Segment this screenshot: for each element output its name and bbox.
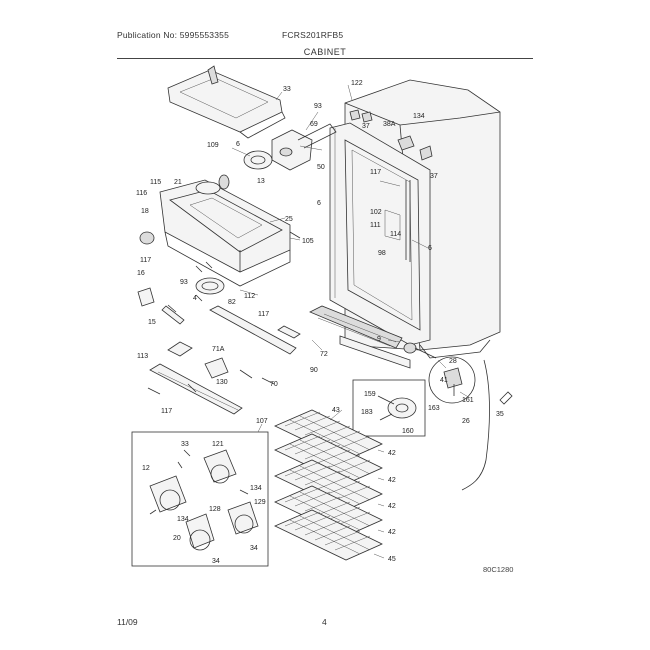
callout-45: 45 bbox=[388, 556, 396, 563]
page-number: 4 bbox=[322, 617, 327, 627]
callout-34-bottom: 34 bbox=[212, 558, 220, 565]
drain-fitting-inset bbox=[352, 379, 426, 437]
callout-102: 102 bbox=[370, 209, 382, 216]
callout-82: 82 bbox=[228, 299, 236, 306]
callout-42-1: 42 bbox=[388, 450, 396, 457]
callout-42-3: 42 bbox=[388, 503, 396, 510]
callout-117-mid: 117 bbox=[258, 311, 269, 318]
callout-9: 9 bbox=[377, 336, 381, 343]
callout-114: 114 bbox=[390, 231, 401, 238]
callout-37-left: 37 bbox=[362, 123, 370, 130]
callout-28: 28 bbox=[449, 358, 457, 365]
callout-122: 122 bbox=[351, 80, 363, 87]
callout-13: 13 bbox=[257, 178, 265, 185]
toe-grille-parts bbox=[167, 305, 437, 385]
leader-lines bbox=[231, 84, 471, 559]
callout-134-inset-left: 134 bbox=[177, 516, 189, 523]
callout-41: 41 bbox=[440, 377, 448, 384]
callout-6-hinge: 6 bbox=[236, 141, 240, 148]
callout-107: 107 bbox=[256, 418, 268, 425]
lower-rail bbox=[147, 363, 243, 415]
callout-129: 129 bbox=[254, 499, 266, 506]
callout-112: 112 bbox=[244, 293, 255, 300]
callout-42-4: 42 bbox=[388, 529, 396, 536]
callout-33: 33 bbox=[283, 86, 291, 93]
small-fastener-parts bbox=[137, 261, 225, 325]
roller-inset bbox=[131, 431, 269, 567]
callout-93: 93 bbox=[314, 103, 322, 110]
callout-37-right: 37 bbox=[430, 173, 438, 180]
callout-21: 21 bbox=[174, 179, 182, 186]
callout-15: 15 bbox=[148, 319, 156, 326]
leveling-foot-detail bbox=[428, 356, 476, 404]
callout-161: 161 bbox=[462, 397, 474, 404]
callout-labels: 33 122 93 69 38A 134 37 37 109 6 50 13 1… bbox=[136, 80, 504, 565]
hinge-assembly-top bbox=[243, 123, 337, 171]
drain-pan bbox=[139, 174, 301, 287]
footer-date: 11/09 bbox=[117, 617, 138, 627]
callout-160: 160 bbox=[402, 428, 414, 435]
callout-16: 16 bbox=[137, 270, 145, 277]
callout-113: 113 bbox=[137, 353, 148, 360]
cabinet-body bbox=[329, 79, 501, 359]
section-title: CABINET bbox=[303, 47, 347, 57]
callout-98: 98 bbox=[378, 250, 386, 257]
callout-4: 4 bbox=[193, 295, 197, 302]
wire-shelves bbox=[274, 409, 383, 561]
callout-38a: 38A bbox=[383, 121, 396, 128]
callout-117-bottom: 117 bbox=[161, 408, 172, 415]
callout-6-side: 6 bbox=[428, 245, 432, 252]
publication-number: Publication No: 5995553355 bbox=[117, 30, 230, 40]
callout-34-right: 34 bbox=[250, 545, 258, 552]
model-number: FCRS201RFB5 bbox=[282, 30, 344, 40]
callout-42-2: 42 bbox=[388, 477, 396, 484]
callout-117-cabinet: 117 bbox=[370, 169, 381, 176]
callout-43: 43 bbox=[332, 407, 340, 414]
callout-18: 18 bbox=[141, 208, 149, 215]
callout-93-lower: 93 bbox=[180, 279, 188, 286]
callout-130: 130 bbox=[216, 379, 228, 386]
callout-6-cabinet: 6 bbox=[317, 200, 321, 207]
callout-69: 69 bbox=[310, 121, 318, 128]
callout-105: 105 bbox=[302, 238, 314, 245]
callout-109: 109 bbox=[207, 142, 219, 149]
callout-128: 128 bbox=[209, 506, 221, 513]
callout-117-left: 117 bbox=[140, 257, 151, 264]
callout-183: 183 bbox=[361, 409, 373, 416]
callout-121: 121 bbox=[212, 441, 224, 448]
top-bracket bbox=[167, 65, 286, 139]
callout-35: 35 bbox=[496, 411, 504, 418]
callout-90: 90 bbox=[310, 367, 318, 374]
callout-25: 25 bbox=[285, 216, 293, 223]
drawing-code: 80C1280 bbox=[483, 565, 514, 574]
callout-134-inset-right: 134 bbox=[250, 485, 262, 492]
callout-111: 111 bbox=[370, 222, 381, 229]
callout-159: 159 bbox=[364, 391, 376, 398]
callout-71a: 71A bbox=[212, 346, 225, 353]
callout-70: 70 bbox=[270, 381, 278, 388]
drain-hose bbox=[461, 359, 513, 491]
callout-26: 26 bbox=[462, 418, 470, 425]
callout-33-inset: 33 bbox=[181, 441, 189, 448]
header-rule bbox=[117, 58, 533, 59]
callout-20: 20 bbox=[173, 535, 181, 542]
callout-163: 163 bbox=[428, 405, 440, 412]
callout-134-top: 134 bbox=[413, 113, 425, 120]
callout-116: 116 bbox=[136, 190, 147, 197]
callout-12: 12 bbox=[142, 465, 150, 472]
callout-72: 72 bbox=[320, 351, 328, 358]
callout-50: 50 bbox=[317, 164, 325, 171]
callout-115: 115 bbox=[150, 179, 161, 186]
